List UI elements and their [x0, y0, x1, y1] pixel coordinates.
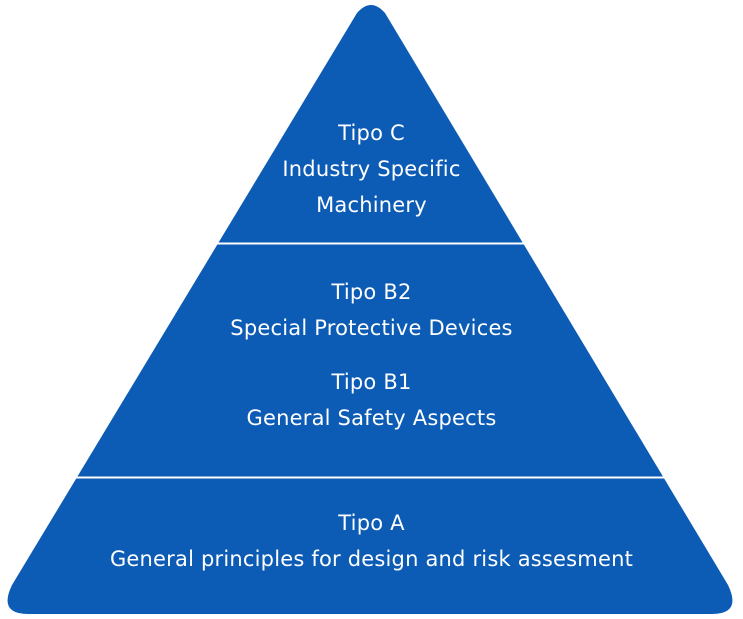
tier-c: Tipo C Industry Specific Machinery [0, 115, 743, 223]
tier-b2-name: Tipo B2 [331, 280, 412, 304]
tier-c-line1: Industry Specific [282, 157, 461, 181]
tier-a: Tipo A General principles for design and… [0, 505, 743, 577]
tier-c-line2: Machinery [316, 193, 427, 217]
tier-c-name: Tipo C [338, 121, 405, 145]
tier-b1-desc: General Safety Aspects [246, 406, 497, 430]
pyramid-shape [7, 5, 733, 614]
tier-a-name: Tipo A [338, 511, 405, 535]
tier-a-desc: General principles for design and risk a… [109, 547, 634, 571]
tier-b1: Tipo B1 General Safety Aspects [0, 364, 743, 436]
tier-b2: Tipo B2 Special Protective Devices [0, 274, 743, 346]
tier-b2-desc: Special Protective Devices [230, 316, 513, 340]
tier-b1-name: Tipo B1 [331, 370, 412, 394]
